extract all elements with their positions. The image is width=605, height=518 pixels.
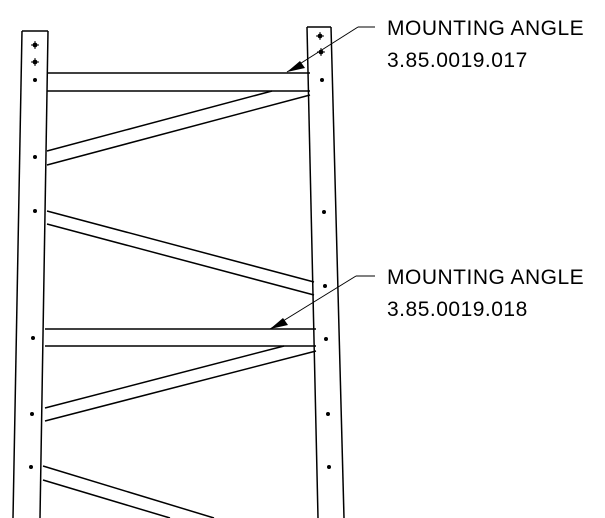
callout-2-title: MOUNTING ANGLE <box>387 266 584 289</box>
left-leg-holes <box>29 41 39 469</box>
hole-dot <box>327 465 331 469</box>
hole-dot <box>29 465 33 469</box>
callout-1-part-number: 3.85.0019.017 <box>387 49 528 72</box>
bolt-icon <box>31 41 39 49</box>
hole-dot <box>320 78 324 82</box>
hole-dot <box>326 412 330 416</box>
right-leg-holes <box>316 32 331 469</box>
diagonal-brace-2 <box>46 210 315 296</box>
left-leg <box>12 30 49 518</box>
leader-2 <box>269 275 375 330</box>
mounting-angle-middle <box>45 328 316 347</box>
hole-dot <box>33 78 37 82</box>
bolt-icon <box>31 58 39 66</box>
callout-1: MOUNTING ANGLE 3.85.0019.017 <box>387 17 584 72</box>
diagonal-brace-1 <box>46 90 311 166</box>
hole-dot <box>322 210 326 214</box>
hole-dot <box>33 209 37 213</box>
hole-dot <box>30 412 34 416</box>
right-leg <box>306 26 345 518</box>
hole-dot <box>31 336 35 340</box>
bolt-icon <box>316 32 324 40</box>
hole-dot <box>324 337 328 341</box>
callout-1-title: MOUNTING ANGLE <box>387 17 584 40</box>
hole-dot <box>33 155 37 159</box>
hole-dot <box>323 284 327 288</box>
diagonal-brace-3 <box>44 345 317 422</box>
callout-2: MOUNTING ANGLE 3.85.0019.018 <box>387 266 584 321</box>
mounting-angle-top <box>47 72 310 92</box>
callout-2-part-number: 3.85.0019.018 <box>387 298 528 321</box>
leader-1 <box>286 26 375 73</box>
diagonal-brace-4 <box>42 465 215 518</box>
